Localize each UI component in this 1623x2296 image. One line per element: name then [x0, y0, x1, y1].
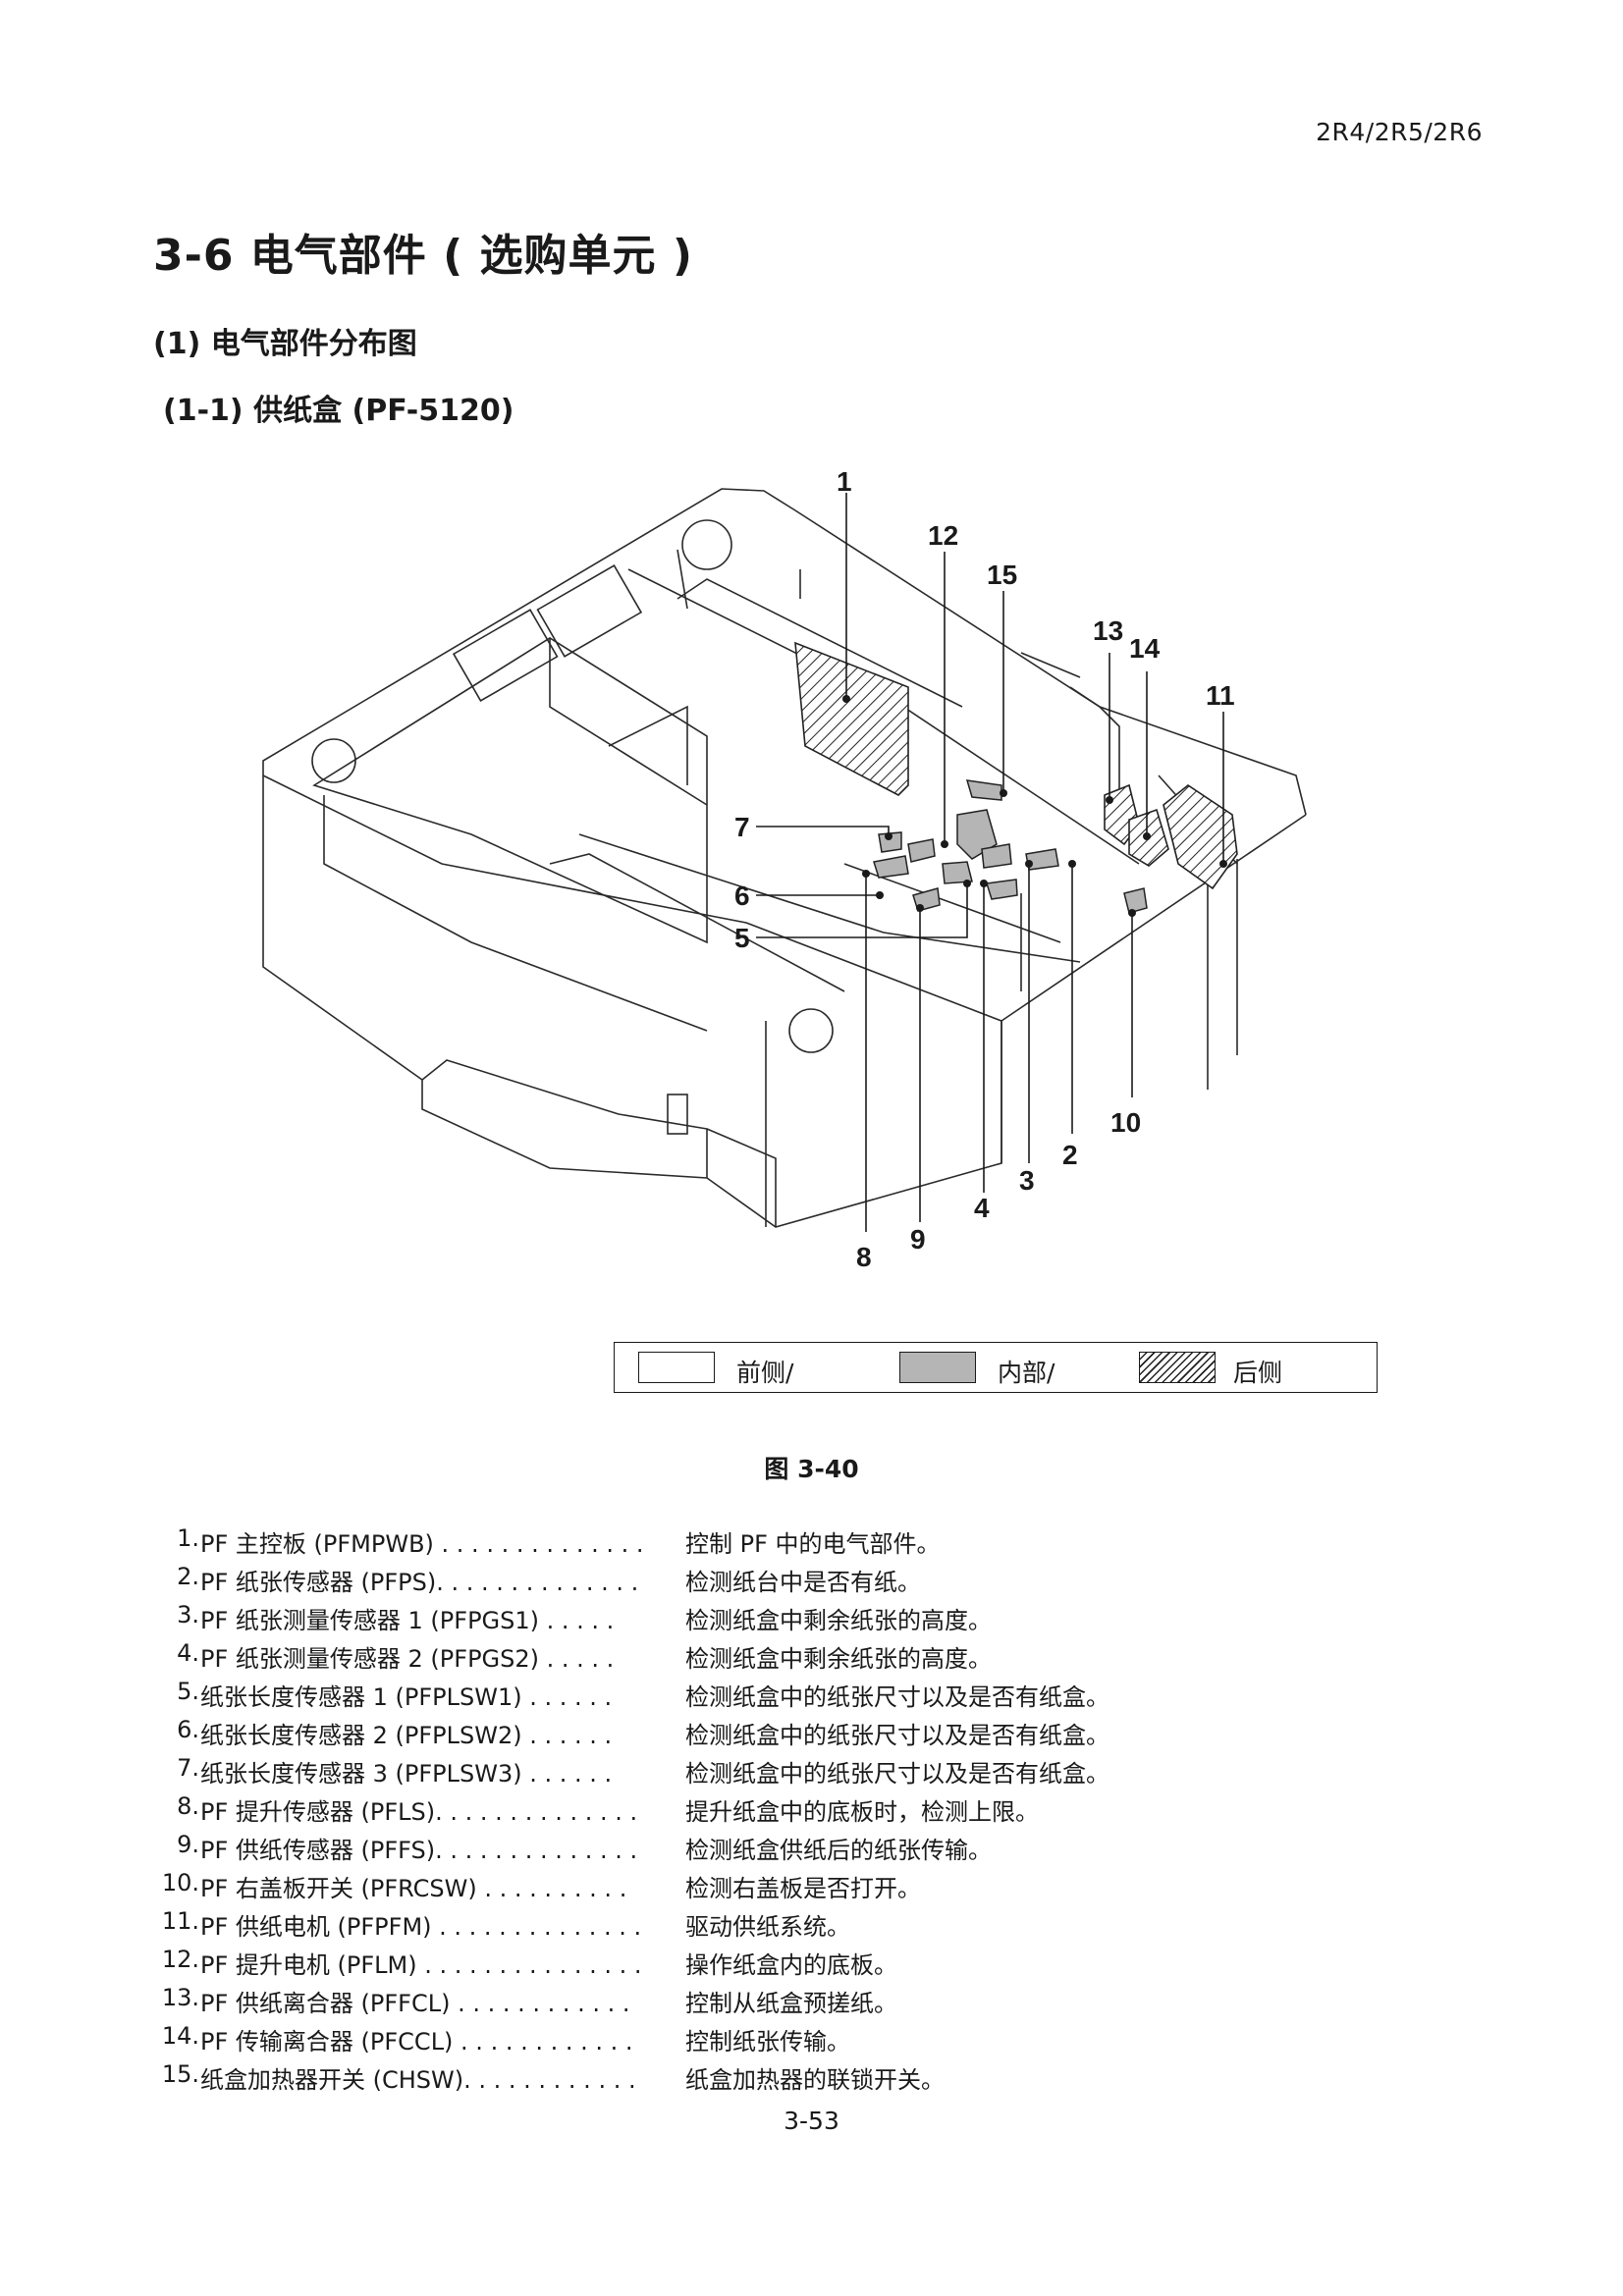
part-name: 纸张长度传感器 2 (PFPLSW2) . . . . . . [200, 1722, 613, 1749]
part-number: 2. [177, 1563, 199, 1590]
part-number: 8. [177, 1792, 199, 1820]
paper-feeder-diagram: 1 12 15 13 14 11 7 6 5 8 9 4 3 2 10 [262, 466, 1307, 1272]
part-number: 11. [161, 1907, 199, 1935]
part-description: 控制 PF 中的电气部件。 [685, 1530, 941, 1558]
part-description: 检测纸盒中的纸张尺寸以及是否有纸盒。 [685, 1683, 1109, 1711]
part-number: 1. [177, 1524, 199, 1552]
part-list-item: 9.PF 供纸传感器 (PFFS). . . . . . . . . . . .… [0, 1831, 1623, 1869]
part-number: 5. [177, 1678, 199, 1705]
part-name: PF 供纸电机 (PFPFM) . . . . . . . . . . . . … [200, 1913, 642, 1941]
callout-12: 12 [928, 520, 958, 551]
part-list-item: 3.PF 纸张测量传感器 1 (PFPGS1) . . . . . 检测纸盒中剩余… [0, 1601, 1623, 1639]
part-list-item: 15.纸盒加热器开关 (CHSW). . . . . . . . . . . .… [0, 2060, 1623, 2099]
legend-label-inner: 内部/ [998, 1359, 1055, 1387]
part-number: 14. [161, 2022, 199, 2050]
part-name: PF 主控板 (PFMPWB) . . . . . . . . . . . . … [200, 1530, 644, 1558]
part-list-item: 8.PF 提升传感器 (PFLS). . . . . . . . . . . .… [0, 1792, 1623, 1831]
callout-15: 15 [987, 560, 1017, 590]
part-list-item: 7.纸张长度传感器 3 (PFPLSW3) . . . . . . 检测纸盒中的纸… [0, 1754, 1623, 1792]
part-list-item: 2.PF 纸张传感器 (PFPS). . . . . . . . . . . .… [0, 1563, 1623, 1601]
section-subsubtitle: (1-1) 供纸盒 (PF-5120) [163, 394, 514, 428]
callout-9: 9 [910, 1224, 926, 1255]
part-description: 操作纸盒内的底板。 [685, 1951, 897, 1979]
part-list-item: 13.PF 供纸离合器 (PFFCL) . . . . . . . . . . … [0, 1984, 1623, 2022]
callout-1: 1 [837, 466, 852, 497]
callout-13: 13 [1093, 615, 1123, 646]
callout-numbers: 1 12 15 13 14 11 7 6 5 8 9 4 3 2 10 [734, 466, 1235, 1272]
leader-lines [756, 493, 1224, 1232]
part-name: 纸张长度传感器 3 (PFPLSW3) . . . . . . [200, 1760, 613, 1788]
part-name: PF 提升传感器 (PFLS). . . . . . . . . . . . .… [200, 1798, 638, 1826]
callout-8: 8 [856, 1242, 872, 1272]
part-name: PF 供纸离合器 (PFFCL) . . . . . . . . . . . . [200, 1990, 630, 2017]
callout-14: 14 [1129, 633, 1161, 664]
part-description: 检测纸盒供纸后的纸张传输。 [685, 1837, 992, 1864]
part-name: PF 纸张测量传感器 1 (PFPGS1) . . . . . [200, 1607, 615, 1634]
part-number: 13. [161, 1984, 199, 2011]
parts-list: 1.PF 主控板 (PFMPWB) . . . . . . . . . . . … [0, 1524, 1623, 2099]
callout-11: 11 [1206, 680, 1235, 711]
part-list-item: 12.PF 提升电机 (PFLM) . . . . . . . . . . . … [0, 1946, 1623, 1984]
part-number: 4. [177, 1639, 199, 1667]
part-number: 9. [177, 1831, 199, 1858]
part-number: 15. [161, 2060, 199, 2088]
part-description: 驱动供纸系统。 [685, 1913, 850, 1941]
part-name: PF 纸张测量传感器 2 (PFPGS2) . . . . . [200, 1645, 615, 1673]
part-list-item: 6.纸张长度传感器 2 (PFPLSW2) . . . . . . 检测纸盒中的纸… [0, 1716, 1623, 1754]
cassette-body [262, 488, 1307, 1228]
part-number: 7. [177, 1754, 199, 1782]
part-description: 提升纸盒中的底板时，检测上限。 [685, 1798, 1039, 1826]
part-description: 检测纸盒中的纸张尺寸以及是否有纸盒。 [685, 1760, 1109, 1788]
part-list-item: 10.PF 右盖板开关 (PFRCSW) . . . . . . . . . .… [0, 1869, 1623, 1907]
part-name: 纸盒加热器开关 (CHSW). . . . . . . . . . . . [200, 2066, 636, 2094]
part-description: 纸盒加热器的联锁开关。 [685, 2066, 945, 2094]
legend-swatch-inner [899, 1352, 976, 1383]
callout-10: 10 [1110, 1107, 1141, 1138]
callout-3: 3 [1019, 1165, 1035, 1196]
callout-7: 7 [734, 812, 750, 842]
leader-dots [842, 695, 1227, 917]
paper-feed-motor [1163, 784, 1238, 890]
part-name: PF 传输离合器 (PFCCL) . . . . . . . . . . . . [200, 2028, 633, 2056]
part-description: 检测纸台中是否有纸。 [685, 1569, 921, 1596]
part-number: 3. [177, 1601, 199, 1629]
model-code: 2R4/2R5/2R6 [1316, 118, 1483, 146]
pf-main-pwb [794, 641, 909, 796]
part-list-item: 14.PF 传输离合器 (PFCCL) . . . . . . . . . . … [0, 2022, 1623, 2060]
section-subtitle: (1) 电气部件分布图 [153, 327, 417, 361]
part-number: 12. [161, 1946, 199, 1973]
part-description: 控制从纸盒预搓纸。 [685, 1990, 897, 2017]
legend-label-front: 前侧/ [736, 1359, 794, 1387]
part-list-item: 11.PF 供纸电机 (PFPFM) . . . . . . . . . . .… [0, 1907, 1623, 1946]
part-name: PF 纸张传感器 (PFPS). . . . . . . . . . . . .… [200, 1569, 639, 1596]
part-description: 控制纸张传输。 [685, 2028, 850, 2056]
callout-4: 4 [974, 1193, 990, 1223]
legend-label-back: 后侧 [1233, 1359, 1283, 1387]
part-name: 纸张长度传感器 1 (PFPLSW1) . . . . . . [200, 1683, 613, 1711]
part-list-item: 4.PF 纸张测量传感器 2 (PFPGS2) . . . . . 检测纸盒中剩余… [0, 1639, 1623, 1678]
callout-6: 6 [734, 881, 750, 911]
part-description: 检测纸盒中剩余纸张的高度。 [685, 1645, 992, 1673]
part-name: PF 供纸传感器 (PFFS). . . . . . . . . . . . .… [200, 1837, 638, 1864]
part-list-item: 1.PF 主控板 (PFMPWB) . . . . . . . . . . . … [0, 1524, 1623, 1563]
callout-5: 5 [734, 923, 750, 953]
part-number: 10. [161, 1869, 199, 1896]
page-number: 3-53 [784, 2107, 839, 2135]
part-number: 6. [177, 1716, 199, 1743]
legend-swatch-back [1139, 1352, 1216, 1383]
part-name: PF 右盖板开关 (PFRCSW) . . . . . . . . . . [200, 1875, 627, 1902]
section-title: 3-6 电气部件 ( 选购单元 ) [153, 231, 693, 281]
part-description: 检测纸盒中的纸张尺寸以及是否有纸盒。 [685, 1722, 1109, 1749]
part-name: PF 提升电机 (PFLM) . . . . . . . . . . . . .… [200, 1951, 642, 1979]
legend-swatch-front [638, 1352, 715, 1383]
rear-parts [794, 641, 1238, 890]
part-description: 检测右盖板是否打开。 [685, 1875, 921, 1902]
callout-2: 2 [1062, 1140, 1078, 1170]
legend-box: 前侧/ 内部/ 后侧 [614, 1342, 1378, 1393]
figure-caption: 图 3-40 [764, 1455, 859, 1483]
inner-parts [873, 779, 1148, 914]
part-list-item: 5.纸张长度传感器 1 (PFPLSW1) . . . . . . 检测纸盒中的纸… [0, 1678, 1623, 1716]
part-description: 检测纸盒中剩余纸张的高度。 [685, 1607, 992, 1634]
